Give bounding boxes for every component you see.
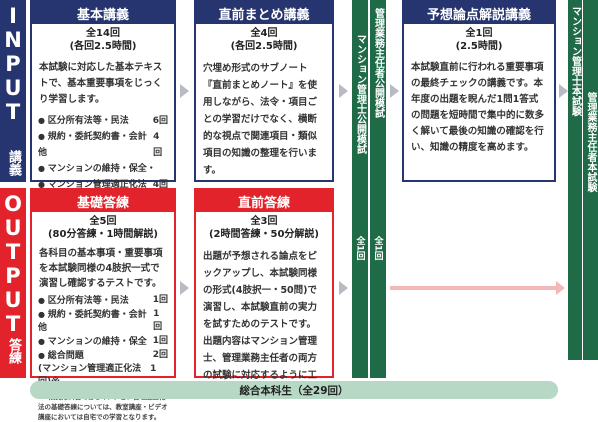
kiso-toren-card: 基礎答練 全5回 (80分答練・1時間解説) 各科目の基本事項・重要事項を本試験… (30, 188, 176, 421)
chokuzen-toren-count: 全3回 (250, 216, 278, 227)
yoso-ronten-card: 予想論点解説講義 全1回 (2.5時間) 本試験直前に行われる重要事項の最終チェ… (402, 0, 556, 182)
input-sub-label: 講義 (6, 150, 21, 176)
output-sub-label: 答練 (6, 338, 21, 364)
kihon-kogi-card: 基本講義 全14回 (各回2.5時間) 本試験に対応した基本テキストで、基本重要… (30, 0, 176, 190)
course-total-bar: 総合本科生（全29回） (30, 381, 558, 399)
pillar-kanrishi-moshi-text: マンション管理士公開模試 (354, 34, 366, 154)
chokuzen-matome-duration: (各回2.5時間) (230, 41, 298, 52)
pillar-kanrishi-honshiken-text: マンション管理士本試験 (569, 6, 581, 116)
pillar-kanrishi-honshiken: マンション管理士本試験 (568, 0, 582, 360)
kihon-kogi-duration: (各回2.5時間) (69, 41, 137, 52)
arrow-icon (180, 281, 189, 295)
kiso-toren-desc: 各科目の基本事項・重要事項を本試験同様の4肢択一式で演習し確認するテストです。 (39, 248, 163, 289)
chokuzen-toren-desc: 出題が予想される論点をピックアップし、本試験同様の形式(4肢択一・50問)で演習… (203, 251, 318, 398)
pillar-shunin-honshiken-text: 管理業務主任者本試験 (585, 92, 596, 192)
pillar-kanrishi-moshi: マンション管理士公開模試 全1回 (352, 0, 368, 378)
kiso-toren-count: 全5回 (89, 216, 117, 227)
input-label: INPUT (1, 4, 25, 124)
arrow-icon (180, 84, 189, 98)
output-side-label: OUTPUT 答練 (0, 188, 26, 378)
kiso-toren-title: 基礎答練 (32, 190, 174, 212)
chokuzen-matome-title: 直前まとめ講義 (196, 2, 332, 24)
pillar-shunin-honshiken: 管理業務主任者本試験 (583, 0, 598, 360)
chokuzen-matome-card: 直前まとめ講義 全4回 (各回2.5時間) 穴埋め形式のサブノート『直前まとめノ… (194, 0, 334, 182)
arrow-icon (556, 281, 565, 295)
pillar-kanrishi-moshi-count: 全1回 (354, 235, 365, 260)
kihon-kogi-count: 全14回 (86, 28, 120, 39)
arrow-line (390, 286, 556, 290)
kihon-kogi-desc: 本試験に対応した基本テキストで、基本重要事項をじっくり学習します。 (39, 62, 163, 105)
kihon-kogi-title: 基本講義 (32, 2, 174, 24)
chokuzen-matome-desc: 穴埋め形式のサブノート『直前まとめノート』を使用しながら、法令・項目ごとの学習だ… (203, 63, 318, 176)
arrow-icon (390, 84, 399, 98)
kiso-toren-duration: (80分答練・1時間解説) (47, 229, 158, 240)
chokuzen-toren-card: 直前答練 全3回 (2時間答練・50分解説) 出題が予想される論点をピックアップ… (194, 188, 334, 398)
chokuzen-toren-title: 直前答練 (196, 190, 332, 212)
arrow-icon (339, 84, 348, 98)
list-item: マンションの維持・保全・ (38, 161, 168, 177)
yoso-ronten-desc: 本試験直前に行われる重要事項の最終チェックの講義です。本年度の出題を睨んだ1問1… (411, 62, 545, 153)
pillar-shunin-moshi-text: 管理業務主任者公開模試 (372, 8, 384, 118)
yoso-ronten-title: 予想論点解説講義 (404, 2, 554, 24)
pillar-shunin-moshi-count: 全1回 (372, 235, 383, 260)
yoso-ronten-duration: (2.5時間) (455, 41, 503, 52)
chokuzen-matome-count: 全4回 (250, 28, 278, 39)
arrow-icon (339, 281, 348, 295)
yoso-ronten-count: 全1回 (465, 28, 493, 39)
pillar-shunin-moshi: 管理業務主任者公開模試 全1回 (370, 0, 386, 378)
input-side-label: INPUT 講義 (0, 0, 26, 182)
output-label: OUTPUT (1, 192, 25, 336)
chokuzen-toren-duration: (2時間答練・50分解説) (208, 229, 319, 240)
arrow-icon (559, 84, 568, 98)
